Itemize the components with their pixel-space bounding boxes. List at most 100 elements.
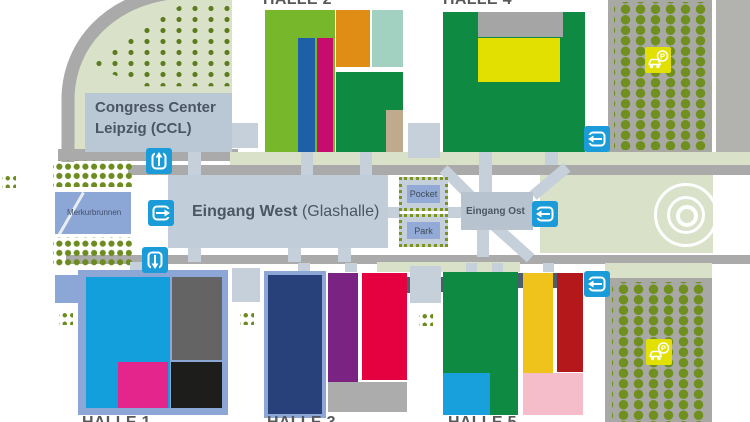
halle-4-label: HALLE 4 — [443, 0, 512, 9]
halle2-block-blue — [298, 38, 315, 152]
halle4-block-gray — [478, 12, 563, 37]
halle1-block-black — [171, 362, 222, 408]
car-parking-icon: P — [648, 50, 669, 69]
tree-cluster-west — [2, 172, 16, 188]
halle2-block-orange — [336, 10, 370, 67]
eingang-ost-building[interactable]: Eingang Ost — [461, 192, 533, 230]
halle3-block-gray — [328, 382, 407, 412]
walkway-stub — [543, 263, 554, 272]
halle3-block-navy — [268, 275, 322, 414]
door-arrow-right-icon — [152, 205, 171, 221]
halle5-block-darkred — [557, 273, 583, 372]
halle2-block-tan — [386, 110, 403, 152]
halle-5-label: HALLE 5 — [448, 414, 517, 422]
walkway-stub — [301, 152, 313, 175]
halle1-west-connector — [55, 275, 81, 303]
walkway-eingangost-link — [448, 207, 461, 218]
walkway-stub — [130, 262, 143, 272]
halle4-block-yellow — [478, 38, 560, 82]
parking-icon-north[interactable]: P — [645, 47, 671, 73]
fountain-circles-middle — [667, 196, 705, 234]
walkway-stub — [477, 230, 489, 257]
lawn-band-south — [605, 263, 712, 278]
merkurbrunnen-label: Merkurbrunnen — [67, 208, 122, 217]
entrance-icon-up[interactable] — [146, 148, 172, 174]
door-arrow-up-icon — [151, 151, 167, 170]
fountain-circles-outer — [654, 183, 718, 247]
halle1-block-magenta — [118, 362, 168, 408]
walkway-stub — [466, 263, 477, 272]
connector-tab — [404, 277, 410, 293]
halle-4-building[interactable] — [443, 12, 585, 152]
trees-northeast — [614, 2, 710, 150]
halle2-block-seafoam — [372, 10, 403, 67]
connector-ccl-halle2 — [232, 123, 258, 148]
walkway-stub — [288, 248, 301, 262]
tree-rows-west-upper — [53, 160, 132, 187]
park-label: Park — [407, 222, 440, 239]
tree-cluster-halle3-east — [419, 310, 433, 326]
road-horizontal-south — [66, 255, 750, 264]
eingang-west-label: Eingang West — [192, 202, 302, 220]
connector-halle1-halle3 — [232, 268, 260, 302]
walkway-ccl-eingangwest — [188, 150, 201, 175]
halle-3-label: HALLE 3 — [267, 414, 336, 422]
tree-cluster-halle1-east — [240, 309, 254, 325]
road-horizontal-north — [128, 165, 750, 175]
entrance-icon-halle4[interactable] — [584, 126, 610, 152]
halle5-block-yellow — [523, 273, 553, 373]
connector-halle2-halle4 — [408, 123, 440, 158]
halle-2-building[interactable] — [265, 10, 403, 152]
eingang-west-building[interactable]: Eingang West (Glashalle) — [168, 175, 388, 248]
glashalle-label: (Glashalle) — [301, 202, 380, 220]
walkway-stub — [492, 263, 503, 272]
ccl-label-line2: Leipzig (CCL) — [95, 120, 192, 137]
pocket-park-upper: Pocket — [399, 177, 448, 211]
ccl-label-line1: Congress Center — [95, 99, 216, 116]
walkway-stub — [545, 152, 558, 165]
walkway-pocketpark-link — [388, 207, 400, 218]
merkurbrunnen-fountain: Merkurbrunnen — [55, 192, 131, 234]
halle2-block-magenta — [317, 38, 333, 152]
entrance-icon-eingang-ost[interactable] — [532, 201, 558, 227]
lawn-band-center — [377, 262, 520, 272]
walkway-stub — [298, 263, 310, 272]
door-arrow-left-icon — [587, 276, 606, 292]
car-parking-icon: P — [649, 342, 670, 361]
parking-area-northeast — [608, 0, 712, 152]
halle-1-label: HALLE 1 — [82, 414, 151, 422]
halle3-block-purple — [328, 273, 358, 382]
walkway-stub — [188, 248, 201, 262]
connector-tab — [518, 273, 523, 288]
halle-2-label: HALLE 2 — [263, 0, 332, 9]
halle5-block-cyan — [443, 373, 490, 415]
svg-text:P: P — [660, 52, 665, 61]
halle3-block-red — [362, 273, 407, 380]
connector-halle3-halle5 — [410, 266, 441, 303]
halle-5-building[interactable] — [443, 272, 610, 415]
ccl-building[interactable]: Congress Center Leipzig (CCL) — [85, 93, 232, 152]
pocket-label: Pocket — [407, 185, 440, 203]
entrance-icon-right[interactable] — [148, 200, 174, 226]
door-arrow-left-icon — [587, 131, 606, 147]
fountain-circles-inner — [676, 205, 698, 227]
halle-3-building[interactable] — [232, 266, 458, 418]
door-arrow-down-icon — [147, 251, 163, 270]
walkway-stub — [479, 152, 492, 192]
entrance-icon-down[interactable] — [142, 247, 168, 273]
walkway-stub — [360, 152, 372, 175]
pocket-park-lower: Park — [399, 214, 448, 247]
halle-1-building[interactable] — [55, 270, 228, 415]
entrance-icon-halle5[interactable] — [584, 271, 610, 297]
parking-icon-south[interactable]: P — [646, 339, 672, 365]
door-arrow-left-icon — [535, 206, 554, 222]
eingang-ost-label: Eingang Ost — [466, 205, 525, 217]
walkway-stub — [338, 248, 351, 262]
halle5-block-pink — [523, 373, 583, 415]
tree-cluster-halle1-west — [59, 309, 73, 325]
walkway-stub — [345, 263, 357, 272]
halle1-block-gray — [172, 277, 222, 360]
svg-text:P: P — [661, 344, 666, 353]
tree-rows-west-lower — [53, 237, 132, 268]
